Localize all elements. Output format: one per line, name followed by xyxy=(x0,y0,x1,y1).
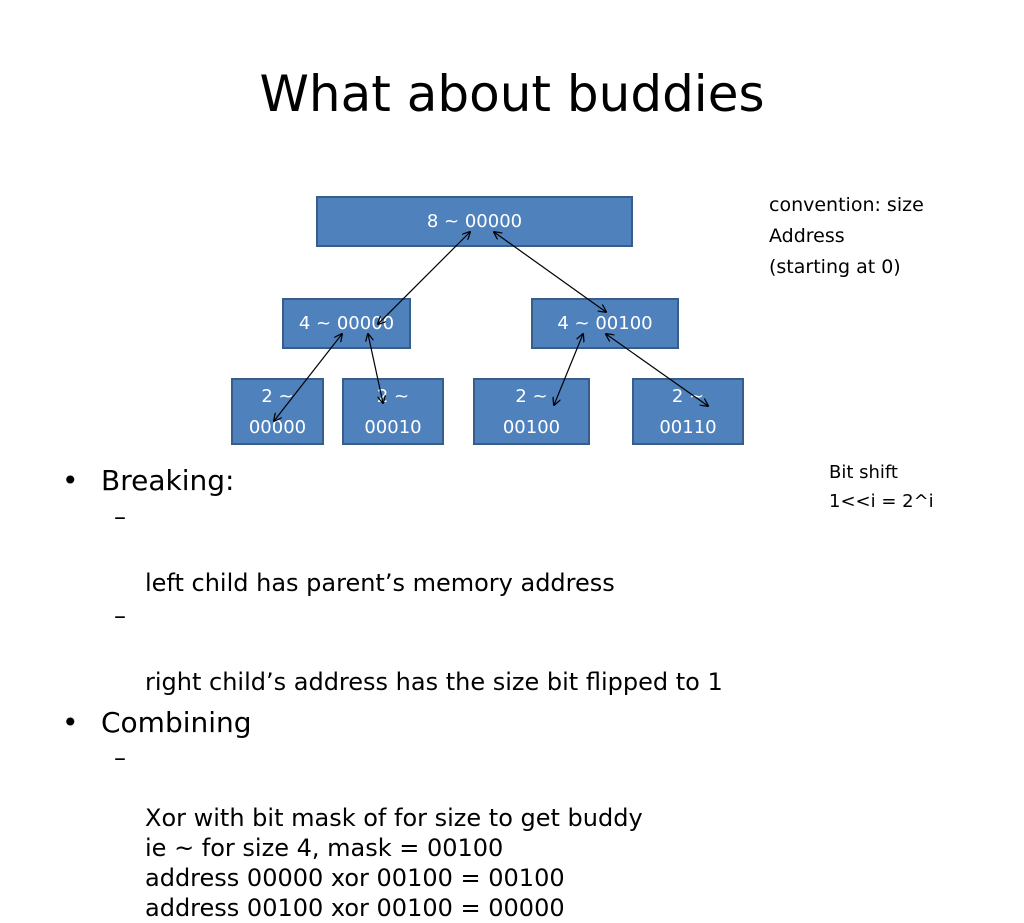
sub-bullet-xor: – Xor with bit mask of for size to get b… xyxy=(56,743,956,923)
tree-node-left: 4 ~ 00000 xyxy=(282,298,411,349)
tree-node-right: 4 ~ 00100 xyxy=(531,298,679,349)
bullet-breaking: • Breaking: xyxy=(56,461,956,501)
tree-node-left-right: 2 ~ 00010 xyxy=(342,378,444,445)
sub-bullet-text: Xor with bit mask of for size to get bud… xyxy=(145,804,643,922)
bullet-marker: • xyxy=(62,464,79,497)
bullet-combining-text: Combining xyxy=(101,706,252,739)
sub-bullet-marker: – xyxy=(114,503,126,531)
tree-node-right-right: 2 ~ 00110 xyxy=(632,378,744,445)
sub-bullet-left-child: – left child has parent’s memory address xyxy=(56,501,956,600)
bullet-breaking-text: Breaking: xyxy=(101,464,235,497)
bullet-combining: • Combining xyxy=(56,703,956,743)
sub-bullet-marker: – xyxy=(114,602,126,630)
bit-shift-note: Bit shift 1<<i = 2^i xyxy=(829,462,934,512)
sub-bullet-text: left child has parent’s memory address xyxy=(145,569,615,597)
slide-title: What about buddies xyxy=(259,65,765,123)
convention-note: convention: size Address (starting at 0) xyxy=(769,194,924,278)
bullet-marker: • xyxy=(62,706,79,739)
bullet-list: • Breaking: – left child has parent’s me… xyxy=(56,461,956,923)
sub-bullet-marker: – xyxy=(114,744,126,772)
sub-bullet-text: right child’s address has the size bit f… xyxy=(145,668,723,696)
tree-node-left-left: 2 ~ 00000 xyxy=(231,378,324,445)
tree-node-root: 8 ~ 00000 xyxy=(316,196,633,247)
sub-bullet-right-child: – right child’s address has the size bit… xyxy=(56,600,956,699)
tree-node-right-left: 2 ~ 00100 xyxy=(473,378,590,445)
